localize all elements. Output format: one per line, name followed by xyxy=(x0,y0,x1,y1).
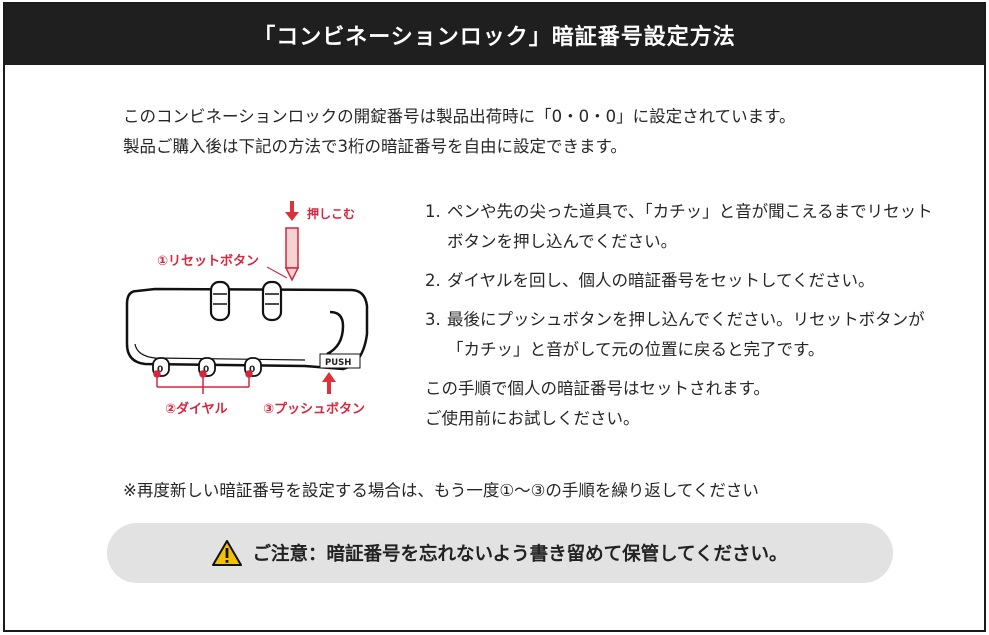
dial-bracket xyxy=(153,370,253,394)
instruction-panel: 「コンビネーションロック」暗証番号設定方法 このコンビネーションロックの開錠番号… xyxy=(3,2,986,632)
lock-illustration: 押しこむ ①リセットボタン PUSH xyxy=(115,194,415,434)
lock-diagram: 押しこむ ①リセットボタン PUSH xyxy=(125,201,369,417)
intro-line-2: 製品ご購入後は下記の方法で3桁の暗証番号を自由に設定できます。 xyxy=(123,137,627,156)
caution-text: ご注意：暗証番号を忘れないよう書き留めて保管してください。 xyxy=(252,544,788,565)
step-text: ペンや先の尖った道具で、「カチッ」と音が聞こえるまでリセットボタンを押し込んでく… xyxy=(447,202,933,251)
dial-label: ②ダイヤル xyxy=(165,401,228,417)
dial-digit-2: 0 xyxy=(203,365,209,375)
pin-shape xyxy=(285,227,299,269)
step-item: 2. ダイヤルを回し、個人の暗証番号をセットしてください。 xyxy=(425,266,945,296)
intro-text: このコンビネーションロックの開錠番号は製品出荷時に「0・0・0」に設定されていま… xyxy=(123,102,923,162)
step-item: 1. ペンや先の尖った道具で、「カチッ」と音が聞こえるまでリセットボタンを押し込… xyxy=(425,197,945,257)
closing-text: この手順で個人の暗証番号はセットされます。 ご使用前にお試しください。 xyxy=(425,374,945,434)
closing-line-2: ご使用前にお試しください。 xyxy=(425,409,640,428)
push-in-label: 押しこむ xyxy=(307,206,355,221)
push-button-label: ③プッシュボタン xyxy=(263,401,365,417)
step-number: 1. xyxy=(425,202,441,221)
steps-list: 1. ペンや先の尖った道具で、「カチッ」と音が聞こえるまでリセットボタンを押し込… xyxy=(425,197,945,434)
warning-icon xyxy=(212,540,243,566)
caution-banner: ご注意：暗証番号を忘れないよう書き留めて保管してください。 xyxy=(107,523,893,583)
closing-line-1: この手順で個人の暗証番号はセットされます。 xyxy=(425,379,770,398)
step-text: 最後にプッシュボタンを押し込んでください。リセットボタンが「カチッ」と音がして元… xyxy=(447,310,925,359)
reset-button-label: ①リセットボタン xyxy=(157,253,259,269)
step-number: 3. xyxy=(425,310,441,329)
dial-digit-1: 0 xyxy=(157,365,163,375)
lock-body: PUSH xyxy=(125,280,369,371)
step-number: 2. xyxy=(425,271,441,290)
page-title: 「コンビネーションロック」暗証番号設定方法 xyxy=(5,4,984,65)
push-in-arrow xyxy=(285,201,299,221)
step-item: 3. 最後にプッシュボタンを押し込んでください。リセットボタンが「カチッ」と音が… xyxy=(425,305,945,365)
step-text: ダイヤルを回し、個人の暗証番号をセットしてください。 xyxy=(447,271,875,290)
push-text: PUSH xyxy=(325,358,351,368)
intro-line-1: このコンビネーションロックの開錠番号は製品出荷時に「0・0・0」に設定されていま… xyxy=(123,107,796,126)
push-button-arrow xyxy=(322,372,336,394)
dial-digit-3: 0 xyxy=(249,365,255,375)
repeat-note: ※再度新しい暗証番号を設定する場合は、もう一度①～③の手順を繰り返してください xyxy=(123,481,759,500)
page-title-text: 「コンビネーションロック」暗証番号設定方法 xyxy=(253,24,736,50)
